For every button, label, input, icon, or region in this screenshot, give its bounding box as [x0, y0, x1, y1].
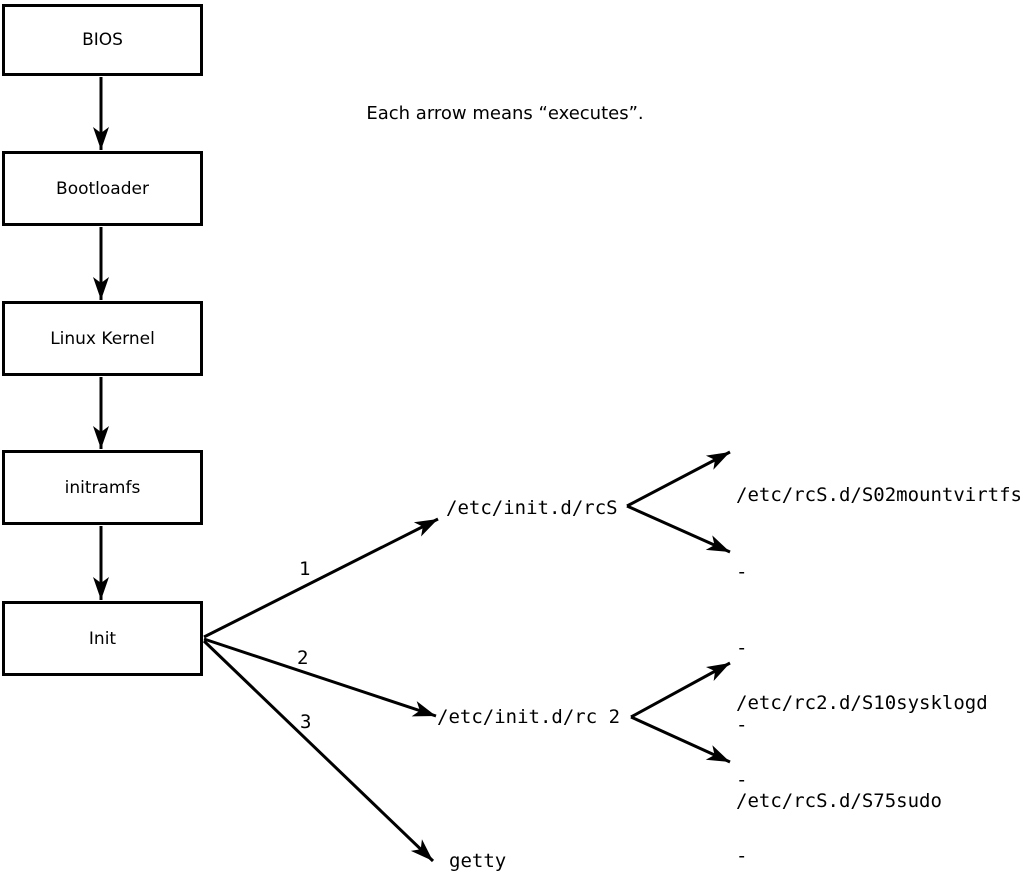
arrow-rcS-to-s75sudo — [626, 504, 731, 554]
arrow-rc2-to-s10sysklogd — [630, 661, 731, 719]
node-linux-kernel-label: Linux Kernel — [50, 328, 155, 349]
arrow-init-to-rcS — [203, 517, 439, 639]
branch-1-number: 1 — [299, 558, 311, 580]
branch-3-number: 3 — [300, 711, 312, 733]
rcS-child-script: /etc/rcS.d/S75sudo — [736, 790, 942, 812]
branch-target-rc2: /etc/init.d/rc 2 — [437, 706, 621, 728]
rcS-child-script: /etc/rcS.d/S02mountvirtfs — [736, 484, 1022, 506]
rc2-children-list: /etc/rc2.d/S10sysklogd - - - /etc/rc2.d/… — [736, 640, 988, 875]
arrow-init-to-rc2 — [203, 637, 437, 718]
node-bios-label: BIOS — [82, 30, 123, 50]
node-init-label: Init — [88, 628, 117, 649]
node-linux-kernel: Linux Kernel — [2, 301, 203, 376]
node-initramfs-label: initramfs — [64, 477, 141, 498]
rc2-child-script: /etc/rc2.d/S10sysklogd — [736, 692, 988, 714]
node-init: Init — [2, 601, 203, 676]
ellipsis-dash: - — [736, 713, 748, 736]
arrow-rcS-to-s02mountvirtfs — [626, 450, 731, 508]
node-initramfs: initramfs — [2, 450, 203, 525]
node-bootloader: Bootloader — [2, 151, 203, 226]
ellipsis-dash: - — [736, 560, 748, 583]
rcS-children-list: /etc/rcS.d/S02mountvirtfs - - - /etc/rcS… — [736, 432, 1022, 866]
ellipsis-dash: - — [736, 637, 748, 659]
branch-2-number: 2 — [297, 647, 309, 669]
branch-target-getty: getty — [449, 850, 507, 872]
branch-target-rcS: /etc/init.d/rcS — [446, 497, 618, 519]
ellipsis-dash: - — [736, 845, 748, 867]
ellipsis-dash: - — [736, 768, 748, 791]
legend-note: Each arrow means “executes”. — [366, 103, 644, 124]
node-bios: BIOS — [2, 4, 203, 76]
arrow-init-to-getty — [202, 639, 435, 863]
arrow-rc2-to-s99gdm — [630, 715, 731, 764]
node-bootloader-label: Bootloader — [56, 178, 149, 199]
